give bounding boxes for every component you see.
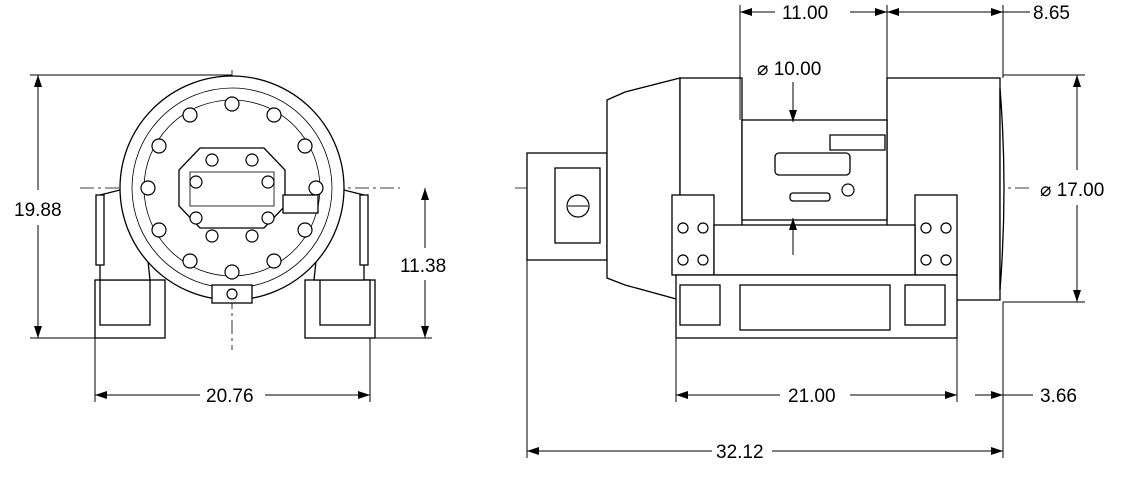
overhang-label: 3.66: [1040, 386, 1077, 407]
base-width-label: 20.76: [206, 386, 254, 407]
flange-diameter-label: ⌀ 17.00: [1040, 180, 1104, 201]
side-dimensions: 11.00 8.65 ⌀ 10.00 ⌀ 17.00 21.00 3.66 32…: [526, 3, 1104, 463]
overall-length-label: 32.12: [716, 442, 764, 463]
centerline-height-label: 11.38: [400, 256, 446, 277]
overall-height-label: 19.88: [14, 200, 62, 221]
bracket-offset-label: 8.65: [1033, 3, 1070, 24]
base-length-label: 21.00: [788, 386, 836, 407]
bolt-circle: [140, 96, 324, 280]
side-view: [515, 77, 1030, 339]
drum-length-label: 11.00: [782, 3, 828, 24]
drum-diameter-label: ⌀ 10.00: [757, 59, 821, 80]
front-view: [80, 70, 400, 350]
bracket-bolts: [677, 222, 952, 266]
front-dimensions: 19.88 11.38 20.76: [14, 74, 446, 407]
